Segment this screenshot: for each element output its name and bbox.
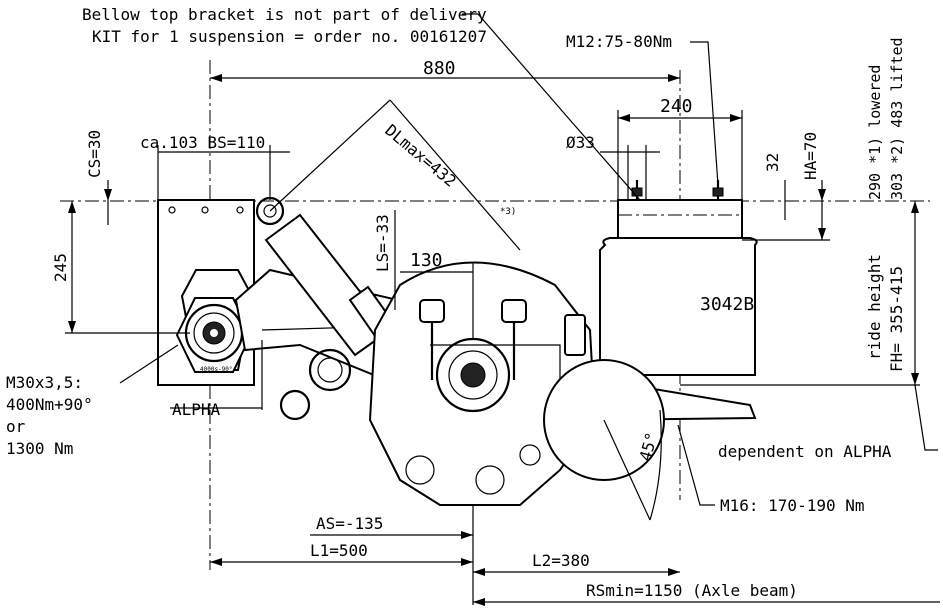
label-m30: M30x3,5:	[6, 373, 83, 392]
dim-dlmax-line	[389, 99, 521, 251]
label-dependent-alpha: dependent on ALPHA	[718, 442, 892, 461]
label-lowered: 290 *1) lowered	[866, 65, 884, 200]
label-dim-bs: ca.103 BS=110	[140, 133, 265, 152]
label-rs-min: RSmin=1150 (Axle beam)	[586, 581, 798, 600]
label-dim-l1: L1=500	[310, 541, 368, 560]
leader-dependent	[914, 384, 938, 451]
axle-assembly	[279, 261, 597, 506]
label-dim-cs: CS=30	[85, 130, 104, 178]
label-alpha: ALPHA	[172, 400, 221, 419]
label-fh: FH= 355-415	[887, 266, 906, 372]
leader-m12	[690, 41, 719, 186]
label-dim-245: 245	[51, 253, 70, 282]
leader-m30	[119, 344, 179, 384]
label-dim-240: 240	[660, 96, 693, 117]
label-ride-height: ride height	[865, 254, 884, 360]
label-dim-ls: LS=-33	[373, 214, 392, 272]
label-lifted: 303 *2) 483 lifted	[888, 37, 906, 200]
label-dim-ha: HA=70	[801, 132, 820, 180]
air-bellow	[599, 180, 758, 376]
note-kit-order: KIT for 1 suspension = order no. 0016120…	[92, 27, 487, 46]
label-or: or	[6, 417, 26, 436]
label-bellow-type: 3042B	[700, 294, 754, 315]
label-dim-130: 130	[410, 250, 443, 271]
label-dim-32: 32	[763, 153, 782, 172]
label-dlmax-note: *3)	[500, 207, 516, 217]
leader-bellow-bracket	[462, 13, 641, 201]
leader-m16	[677, 424, 715, 506]
label-m12-torque: M12:75-80Nm	[566, 32, 672, 51]
label-m16-torque: M16: 170-190 Nm	[720, 496, 865, 515]
label-m30-torque: 400Nm+90°	[6, 395, 93, 414]
label-dim-as: AS=-135	[316, 514, 383, 533]
bushing-label: 4000s-90°	[200, 366, 233, 373]
angle-45-line	[603, 419, 651, 521]
note-bellow-bracket: Bellow top bracket is not part of delive…	[82, 5, 487, 24]
label-m30-alt: 1300 Nm	[6, 439, 73, 458]
label-dim-880: 880	[423, 58, 456, 79]
label-diameter: Ø33	[566, 133, 595, 152]
label-dim-l2: L2=380	[532, 551, 590, 570]
angle-45-arc	[649, 409, 662, 521]
label-dlmax: DLmax=432	[381, 121, 460, 191]
